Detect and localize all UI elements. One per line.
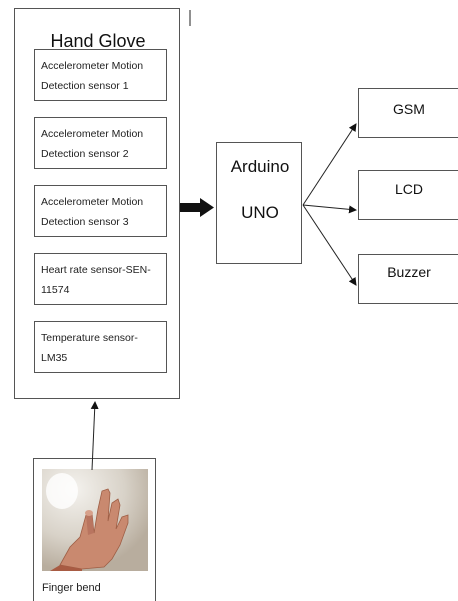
glove-to-arduino-arrow <box>180 198 214 217</box>
sensor-accelerometer-2-line1: Accelerometer Motion <box>41 128 144 140</box>
sensor-heart-rate-line1: Heart rate sensor-SEN- <box>41 264 151 276</box>
finger-to-glove-arrow <box>90 401 99 471</box>
arduino-to-gsm-arrow <box>302 123 357 206</box>
lcd-label: LCD <box>394 181 423 197</box>
sensor-heart-rate-line2: 11574 <box>41 284 70 296</box>
sensor-accelerometer-2: Accelerometer Motion Detection sensor 2 <box>34 117 167 169</box>
gsm-box: GSM <box>358 88 458 138</box>
sensor-accelerometer-3-line2: Detection sensor 3 <box>41 216 129 228</box>
sensor-accelerometer-3: Accelerometer Motion Detection sensor 3 <box>34 185 167 237</box>
sensor-accelerometer-1: Accelerometer Motion Detection sensor 1 <box>34 49 167 101</box>
sensor-accelerometer-2-line2: Detection sensor 2 <box>41 148 129 160</box>
hand-photo <box>42 469 148 571</box>
finger-bend-box: Finger bend <box>33 458 156 601</box>
gsm-label: GSM <box>393 101 425 117</box>
sensor-temperature-line2: LM35 <box>41 352 68 364</box>
buzzer-box: Buzzer <box>358 254 458 304</box>
lcd-box: LCD <box>358 170 458 220</box>
uno-label: UNO <box>241 203 279 222</box>
arduino-to-buzzer-arrow <box>302 204 357 286</box>
arduino-label: Arduino <box>230 157 290 176</box>
sensor-accelerometer-1-line1: Accelerometer Motion <box>41 60 144 72</box>
finger-bend-caption: Finger bend <box>42 582 101 594</box>
hand-glove-title: Hand Glove <box>50 31 146 51</box>
sensor-accelerometer-1-line2: Detection sensor 1 <box>41 80 129 92</box>
arduino-to-lcd-arrow <box>302 204 357 214</box>
arduino-uno-box: Arduino UNO <box>216 142 302 264</box>
sensor-temperature: Temperature sensor- LM35 <box>34 321 167 373</box>
sensor-heart-rate: Heart rate sensor-SEN- 11574 <box>34 253 167 305</box>
buzzer-label: Buzzer <box>387 264 431 280</box>
sensor-temperature-line1: Temperature sensor- <box>41 332 138 344</box>
sensor-accelerometer-3-line1: Accelerometer Motion <box>41 196 144 208</box>
